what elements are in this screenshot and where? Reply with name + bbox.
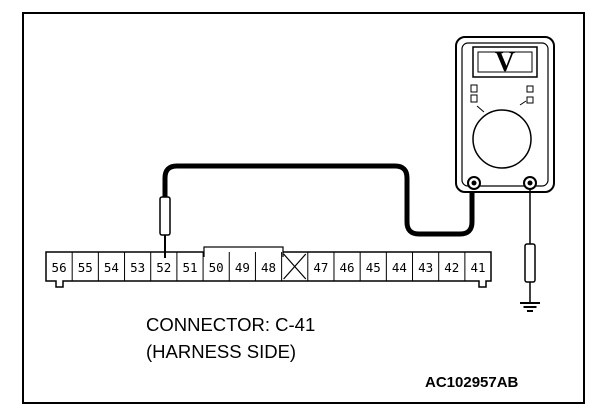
pin-label: 56 <box>52 260 67 275</box>
probe-left <box>159 196 171 258</box>
pin-label: 52 <box>156 260 171 275</box>
test-lead-wire <box>162 163 475 237</box>
pin-label: 51 <box>182 260 197 275</box>
pin-label: 45 <box>366 260 381 275</box>
rotary-selector-knob <box>472 109 532 169</box>
connector-c41: 56 55 54 53 52 51 50 49 48 47 46 45 44 43 42 41 <box>45 246 492 288</box>
pin-label: 41 <box>470 260 485 275</box>
pin-label: 48 <box>261 260 276 275</box>
pin-label: 50 <box>209 260 224 275</box>
connector-pins: 56 55 54 53 52 51 50 49 48 47 46 45 44 43 42 41 <box>52 252 486 281</box>
pin-label: 47 <box>313 260 328 275</box>
pin-label: 55 <box>78 260 93 275</box>
pin-label: 42 <box>444 260 459 275</box>
voltmeter: V <box>455 36 555 193</box>
connector-name-label: CONNECTOR: C-41 <box>146 314 315 335</box>
pin-label: 54 <box>104 260 119 275</box>
probe-right <box>524 189 536 303</box>
figure-code: AC102957AB <box>425 374 519 391</box>
pin-label: 43 <box>418 260 433 275</box>
pin-label: 46 <box>340 260 355 275</box>
harness-side-label: (HARNESS SIDE) <box>146 341 296 362</box>
meter-display-symbol: V <box>495 47 515 78</box>
pin-empty-cavity <box>283 253 307 280</box>
pin-label: 44 <box>392 260 407 275</box>
pin-label: 53 <box>130 260 145 275</box>
pin-label: 49 <box>235 260 250 275</box>
ground-icon <box>520 302 540 312</box>
